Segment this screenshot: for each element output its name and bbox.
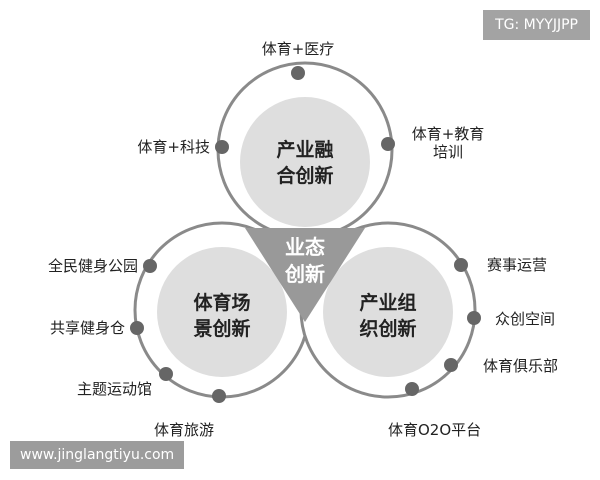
top-circle-line1: 产业融 xyxy=(276,139,334,161)
telegram-badge: TG: MYYJJPP xyxy=(483,10,590,40)
dot-medical xyxy=(291,66,305,80)
label-event-operation: 赛事运营 xyxy=(487,256,548,274)
left-circle-line2: 景创新 xyxy=(193,318,251,340)
label-theme-venue: 主题运动馆 xyxy=(76,380,152,398)
dot-maker-space xyxy=(467,311,481,325)
dot-sports-tourism xyxy=(212,389,226,403)
left-inner-circle xyxy=(157,247,287,377)
dot-theme-venue xyxy=(159,367,173,381)
dot-tech xyxy=(215,140,229,154)
right-circle-line2: 织创新 xyxy=(359,318,417,340)
center-triangle xyxy=(245,228,365,322)
label-medical: 体育+医疗 xyxy=(261,40,335,58)
site-watermark: www.jinglangtiyu.com xyxy=(10,441,185,469)
label-sports-tourism: 体育旅游 xyxy=(153,421,214,439)
center-line2: 创新 xyxy=(285,262,325,286)
label-sports-club: 体育俱乐部 xyxy=(483,357,559,375)
center-title: 业态 创新 xyxy=(270,234,340,288)
right-inner-circle xyxy=(323,247,453,377)
label-fitness-park: 全民健身公园 xyxy=(47,257,138,275)
label-education-line1: 体育+教育 xyxy=(411,125,485,143)
dot-shared-gym xyxy=(130,321,144,335)
top-circle-title: 产业融 合创新 xyxy=(265,137,345,189)
left-circle-title: 体育场 景创新 xyxy=(182,290,262,342)
dot-fitness-park xyxy=(143,259,157,273)
dot-o2o-platform xyxy=(405,382,419,396)
right-circle-line1: 产业组 xyxy=(359,292,417,314)
label-education-line2: 培训 xyxy=(432,143,463,161)
label-maker-space: 众创空间 xyxy=(495,310,556,328)
right-circle-title: 产业组 织创新 xyxy=(348,290,428,342)
label-o2o-platform: 体育O2O平台 xyxy=(388,421,482,439)
label-education: 体育+教育 培训 xyxy=(398,125,498,161)
top-inner-circle xyxy=(240,97,370,227)
dot-sports-club xyxy=(444,358,458,372)
label-tech: 体育+科技 xyxy=(137,138,210,156)
top-circle-line2: 合创新 xyxy=(276,165,334,187)
dot-event-operation xyxy=(454,258,468,272)
center-line1: 业态 xyxy=(285,235,325,259)
dot-education xyxy=(381,137,395,151)
label-shared-gym: 共享健身仓 xyxy=(49,319,125,337)
left-circle-line1: 体育场 xyxy=(193,292,251,314)
